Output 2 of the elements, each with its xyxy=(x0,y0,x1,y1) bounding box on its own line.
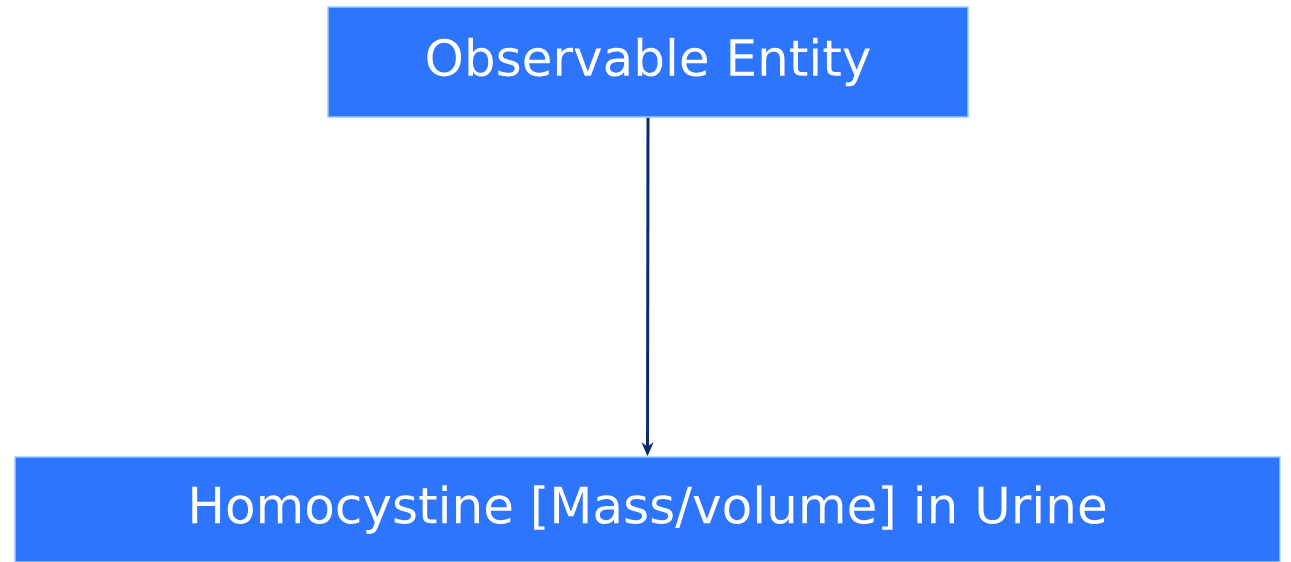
entity-box: Observable Entity xyxy=(327,6,969,118)
entity-box: Homocystine [Mass/volume] in Urine xyxy=(14,456,1281,562)
